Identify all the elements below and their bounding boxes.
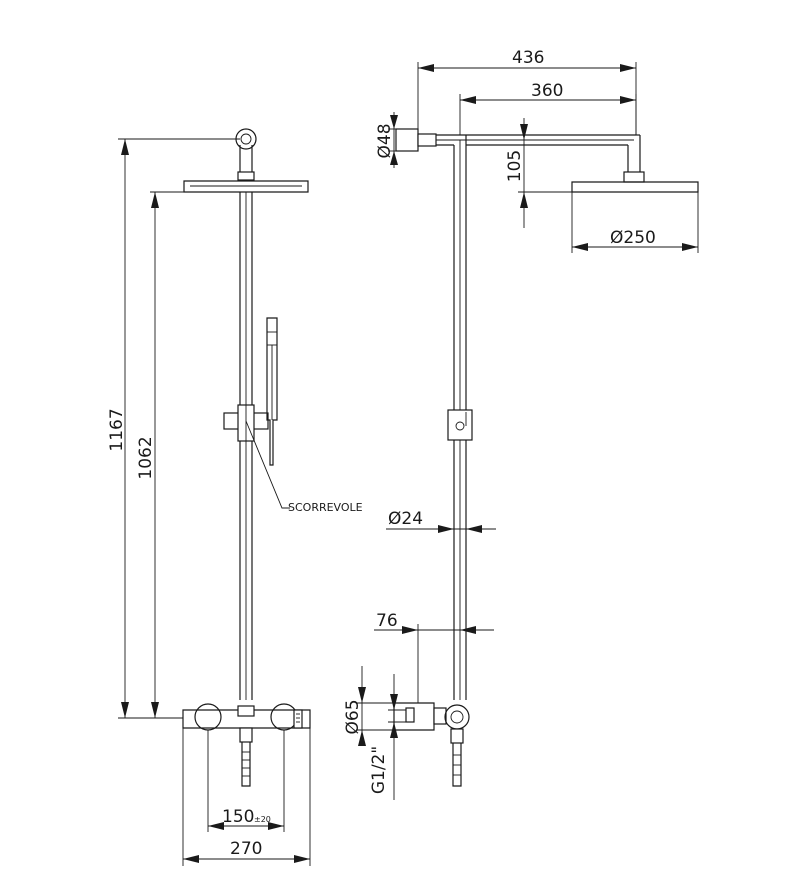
dim-150-tolerance: ±20 [254,815,271,824]
dim-360: 360 [459,81,637,135]
dim-270: 270 [182,728,311,866]
dim-24-label: Ø24 [388,509,423,529]
dim-65: Ø65 [343,666,394,746]
slider-side [447,409,473,441]
dim-76-label: 76 [376,611,398,631]
dim-thread-label: G1/2" [369,746,389,794]
side-outlet [452,743,462,787]
front-view: SCORREVOLE 1167 1 [107,128,363,866]
dim-24: Ø24 [386,509,496,533]
dim-76: 76 [374,611,494,703]
dim-48: Ø48 [375,112,398,168]
shower-arm [436,134,636,146]
dim-436: 436 [417,48,637,135]
dim-436-label: 436 [512,48,544,68]
dim-1167: 1167 [107,138,240,719]
mixer-connector [444,704,470,730]
right-handle [270,703,298,731]
scorrevole-leader [245,420,290,509]
dim-360-label: 360 [531,81,563,101]
dim-150: 150 ±20 [207,730,285,832]
dim-150-label: 150 [222,807,254,827]
dim-1062: 1062 [136,191,184,718]
head-neck [239,145,253,172]
shower-head-front [183,180,309,193]
dim-65-label: Ø65 [343,699,363,734]
dim-250-label: Ø250 [610,228,656,248]
wall-bracket [395,128,419,152]
dim-270-label: 270 [230,839,262,859]
dim-48-label: Ø48 [375,123,395,158]
dim-105: 105 [505,118,620,228]
dim-thread: G1/2" [369,674,406,800]
dim-105-label: 105 [505,150,525,182]
dim-1062-label: 1062 [136,436,156,479]
shower-head-side [571,181,699,193]
side-view: 436 360 Ø48 105 [343,48,699,800]
bottom-outlet [241,742,251,787]
dim-1167-label: 1167 [107,408,127,451]
arm-drop [627,135,641,172]
hand-shower [266,317,278,466]
left-handle [194,703,222,731]
scorrevole-label: SCORREVOLE [288,501,363,514]
riser-pipe-front [239,192,253,700]
dim-250: Ø250 [571,192,699,253]
